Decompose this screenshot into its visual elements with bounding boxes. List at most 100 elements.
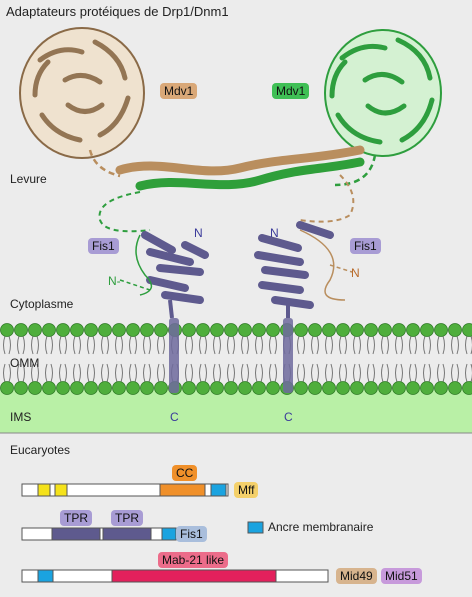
lipid-tail [395,363,403,383]
lipid-head [196,323,210,337]
lipid-tail [255,335,263,355]
mdv1-propeller-left [19,27,145,159]
tm-helix-left [169,318,179,393]
lipid-head [308,323,322,337]
lipid-tail [297,363,305,383]
lipid-head [420,323,434,337]
lipid-head [434,323,448,337]
mid49-label: Mid49 [336,568,377,584]
lipid-tail [311,335,319,355]
lipid-head [0,323,14,337]
lipid-head [378,323,392,337]
lipid-tail [381,363,389,383]
lipid-head [196,381,210,395]
tpr-domain-label-1: TPR [60,510,92,526]
lipid-tail [269,363,277,383]
lipid-tail [185,363,193,383]
lipid-head [14,323,28,337]
lipid-tail [213,335,221,355]
lipid-tail [367,363,375,383]
lipid-head [182,323,196,337]
lipid-head [378,381,392,395]
lipid-tail [157,335,165,355]
lipid-tail [241,335,249,355]
lipid-tail [437,335,445,355]
legend-membrane-label: Ancre membranaire [268,520,374,534]
lipid-head [434,381,448,395]
mff-label: Mff [234,482,259,498]
lipid-tail [437,363,445,383]
lipid-tail [45,363,53,383]
lipid-head [56,323,70,337]
lipid-head [224,381,238,395]
lipid-tail [423,363,431,383]
lipid-tail [59,363,67,383]
lipid-head [308,381,322,395]
lipid-head [238,381,252,395]
lipid-head [420,381,434,395]
omm-label: OMM [10,356,40,370]
cytoplasme-label: Cytoplasme [10,297,74,311]
lipid-head [448,381,462,395]
lipid-head [364,381,378,395]
lipid-tail [451,335,459,355]
lipid-head [406,323,420,337]
lipid-head [28,381,42,395]
lipid-head [126,323,140,337]
lipid-tail [339,335,347,355]
c-terminus-right: C [284,410,293,424]
lipid-tail [101,335,109,355]
c-terminus-left: C [170,410,179,424]
tm-helix-right [283,318,293,393]
lipid-tail [241,363,249,383]
tpr-domain-label-2: TPR [111,510,143,526]
mdv1-propeller-right [324,29,442,157]
lipid-tail [129,363,137,383]
lipid-head [392,323,406,337]
lipid-tail [115,335,123,355]
legend-membrane-swatch [247,521,264,534]
lipid-tail [101,363,109,383]
lipid-tail [59,335,67,355]
lipid-head [98,381,112,395]
ims-label: IMS [10,410,32,424]
n-terminus-right-top: N [270,226,279,240]
lipid-head [28,323,42,337]
lipid-tail [143,335,151,355]
mid49-domain-bar [21,569,329,583]
linker-left-brown [88,149,121,178]
lipid-tail [87,335,95,355]
lipid-tail [143,363,151,383]
lipid-tail [423,335,431,355]
lipid-tail [87,363,95,383]
lipid-head [154,323,168,337]
lipid-tail [409,335,417,355]
lipid-head [448,323,462,337]
lipid-tail [325,363,333,383]
lipid-head [266,323,280,337]
linker-green-left-down [98,191,151,233]
lipid-head [210,381,224,395]
n-terminus-left-top: N [194,226,203,240]
lipid-tail [199,363,207,383]
lipid-head [56,381,70,395]
lipid-tail [227,363,235,383]
lipid-head [406,381,420,395]
lipid-head [294,381,308,395]
mid51-label: Mid51 [381,568,422,584]
lipid-tail [213,363,221,383]
lipid-head [112,323,126,337]
lipid-head [112,381,126,395]
lipid-tail [3,335,11,355]
mff-domain-bar [21,483,229,497]
lipid-head [350,323,364,337]
lipid-tail [269,335,277,355]
lipid-tail [157,363,165,383]
linker-brown-right-down [299,174,355,223]
lipid-tail [129,335,137,355]
lipid-head [294,323,308,337]
levure-label: Levure [10,172,47,186]
lipid-tail [255,363,263,383]
lipid-tail [311,363,319,383]
